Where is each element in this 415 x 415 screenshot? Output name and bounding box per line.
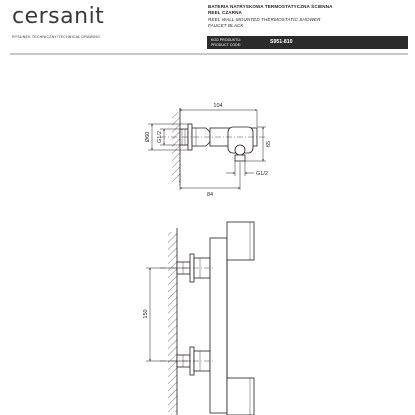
side-dimensions — [146, 267, 215, 362]
drawing-subtitle: RYSUNEK TECHNICZNY/TECHNICAL DRAWING — [12, 35, 101, 39]
dim-g12-left-label: G1/2 — [157, 131, 163, 143]
product-code-label-en: PRODUCT CODE: — [211, 42, 242, 47]
side-view — [168, 221, 255, 415]
product-name-en-2: FAUCET BLACK — [208, 22, 244, 28]
dim-65-label: 65 — [266, 141, 272, 147]
outlet-circle-top — [234, 144, 246, 156]
dim-g12-bottom-label: G1/2 — [256, 171, 268, 177]
product-code-bar: KOD PRODUKTU: PRODUCT CODE: S951-810 — [207, 36, 408, 49]
dim-diameter-label: Ø60 — [145, 132, 151, 142]
product-code-label: KOD PRODUKTU: PRODUCT CODE: — [211, 38, 241, 48]
product-description: BATERIA NATRYSKOWA TERMOSTATYCZNA ŚCIENN… — [208, 4, 408, 29]
brand-logo: cersanit — [12, 4, 105, 29]
wall-hatch-top — [172, 112, 180, 182]
top-view — [160, 108, 266, 186]
product-name-pl-2: REEL CZARNA — [208, 10, 242, 16]
dim-84-label: 84 — [207, 192, 213, 198]
dim-104-label: 104 — [213, 103, 222, 109]
thermostat-knob — [226, 221, 255, 261]
top-dimensions — [148, 108, 266, 190]
outlet-nut-top — [234, 154, 246, 162]
wall-hatch-side — [168, 232, 177, 412]
flow-knob — [226, 377, 255, 415]
product-code-label-pl: KOD PRODUKTU: — [211, 37, 241, 42]
dim-150-label: 150 — [143, 309, 149, 318]
product-code-value: S951-810 — [270, 39, 293, 46]
product-name-en-1: REEL WALL MOUNTED THERMOSTATIC SHOWER — [208, 16, 321, 22]
product-name-pl-1: BATERIA NATRYSKOWA TERMOSTATYCZNA ŚCIENN… — [208, 4, 333, 9]
mixer-body-side — [209, 237, 228, 414]
